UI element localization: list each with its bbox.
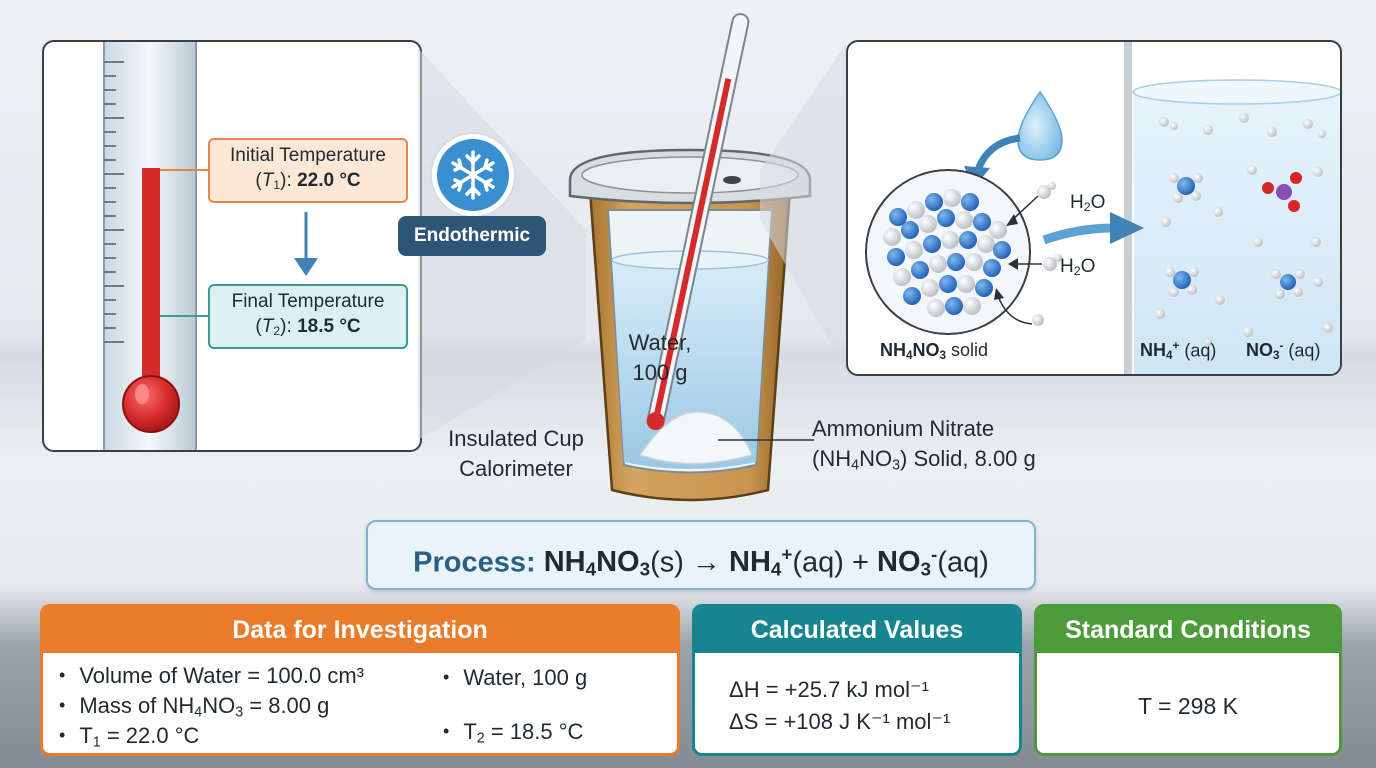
data-item-water: Water, 100 g (443, 665, 587, 691)
nitrate-ion (1262, 172, 1305, 299)
water-label-bottom: H2O (1060, 256, 1096, 279)
water-label-top: H2O (1070, 192, 1106, 215)
ammonium-aq-label: NH4+ (aq) (1140, 340, 1217, 363)
thermometer-bulb (122, 375, 180, 433)
molecular-view-panel: H2O H2O NH4NO3 solid NH4+ (aq) NO3- (aq) (846, 40, 1342, 376)
ammonium-nitrate-solid (638, 411, 754, 465)
delta-h-value: ΔH = +25.7 kJ mol⁻¹ (729, 677, 929, 702)
process-equation: Process: NH4NO3(s) → NH4+(aq) + NO3-(aq) (366, 520, 1036, 590)
data-for-investigation-box: Data for Investigation Volume of Water =… (40, 604, 680, 756)
water-label: Water, 100 g (628, 330, 692, 385)
endothermic-label: Endothermic (398, 216, 546, 256)
down-arrow-icon (294, 258, 318, 276)
data-item-mass: Mass of NH4NO3 = 8.00 g (59, 693, 329, 721)
insulated-cup-label: Insulated Cup Calorimeter (448, 426, 584, 481)
solid-leader-line (718, 439, 814, 441)
data-item-volume: Volume of Water = 100.0 cm³ (59, 663, 364, 689)
standard-conditions-box: Standard Conditions T = 298 K (1034, 604, 1342, 756)
thermometer-scale (104, 61, 124, 343)
calorimeter-thermometer (646, 13, 750, 431)
solid-label: NH4NO3 solid (880, 340, 989, 362)
right-arrow-icon (1110, 212, 1144, 244)
zoom-callout-wedge-right (760, 44, 846, 370)
mercury-column (142, 168, 160, 398)
molecular-illustration (865, 42, 1340, 374)
data-item-t2: T2 = 18.5 °C (443, 719, 583, 747)
calorimeter-illustration (568, 13, 812, 502)
delta-s-value: ΔS = +108 J K⁻¹ mol⁻¹ (729, 709, 951, 734)
std-box-title: Standard Conditions (1037, 607, 1339, 653)
data-item-t1: T1 = 22.0 °C (59, 723, 199, 751)
calculated-values-box: Calculated Values ΔH = +25.7 kJ mol⁻¹ ΔS… (692, 604, 1022, 756)
thermometer-panel: Initial Temperature (T1): 22.0 °C Final … (42, 40, 422, 452)
nitrate-aq-label: NO3- (aq) (1246, 340, 1321, 363)
snowflake-icon (430, 132, 516, 218)
calc-box-title: Calculated Values (695, 607, 1019, 653)
final-temperature-label: Final Temperature (T2): 18.5 °C (208, 284, 408, 350)
data-box-title: Data for Investigation (43, 607, 677, 653)
standard-temperature: T = 298 K (1138, 693, 1238, 719)
initial-temperature-label: Initial Temperature (T1): 22.0 °C (208, 138, 408, 204)
thermometer-illustration (103, 42, 318, 450)
endothermic-badge: Endothermic (398, 130, 548, 260)
ammonium-ion (1165, 173, 1203, 297)
water-drop-icon (1017, 90, 1063, 161)
ammonium-nitrate-label: Ammonium Nitrate (NH4NO3) Solid, 8.00 g (812, 416, 1036, 474)
